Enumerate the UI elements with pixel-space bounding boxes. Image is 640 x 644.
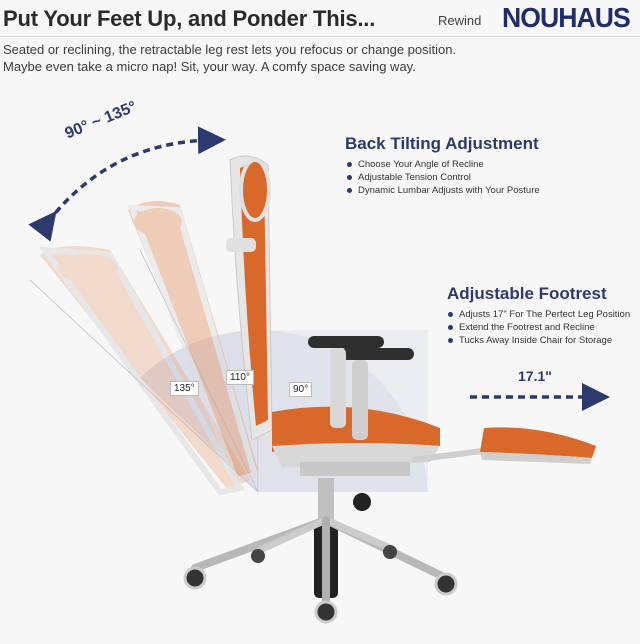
recline-range-arrow xyxy=(28,126,226,242)
intro-line-1: Seated or reclining, the retractable leg… xyxy=(3,42,457,57)
footrest-item: Tucks Away Inside Chair for Storage xyxy=(447,334,630,347)
footrest-list: Adjusts 17" For The Perfect Leg Position… xyxy=(447,308,630,347)
back-tilt-item: Dynamic Lumbar Adjusts with Your Posture xyxy=(346,184,540,197)
brand-logo: NOUHAUS xyxy=(502,2,631,33)
angle-label-110: 110° xyxy=(226,370,254,385)
back-tilt-title: Back Tilting Adjustment xyxy=(345,134,539,153)
page-title: Put Your Feet Up, and Ponder This... xyxy=(3,6,376,31)
footrest-item: Extend the Footrest and Recline xyxy=(447,321,630,334)
ghost-back-110 xyxy=(127,201,259,484)
chair-back-upright xyxy=(226,155,273,441)
intro-line-2: Maybe even take a micro nap! Sit, your w… xyxy=(3,59,416,74)
footrest xyxy=(411,427,596,464)
back-tilt-item: Choose Your Angle of Recline xyxy=(346,158,540,171)
product-name: Rewind xyxy=(438,13,482,28)
header: Put Your Feet Up, and Ponder This... Rew… xyxy=(0,0,640,36)
back-tilt-list: Choose Your Angle of Recline Adjustable … xyxy=(346,158,540,197)
ghost-back-135 xyxy=(38,246,250,496)
angle-label-135: 135° xyxy=(170,381,199,396)
chair-armrests xyxy=(308,336,414,440)
footrest-extension-label: 17.1" xyxy=(518,368,552,384)
footrest-title: Adjustable Footrest xyxy=(447,284,607,303)
angle-label-90: 90° xyxy=(289,382,313,397)
intro-text: Seated or reclining, the retractable leg… xyxy=(3,41,456,75)
header-divider xyxy=(0,36,640,37)
back-tilt-item: Adjustable Tension Control xyxy=(346,171,540,184)
chair-base xyxy=(183,478,458,624)
footrest-item: Adjusts 17" For The Perfect Leg Position xyxy=(447,308,630,321)
